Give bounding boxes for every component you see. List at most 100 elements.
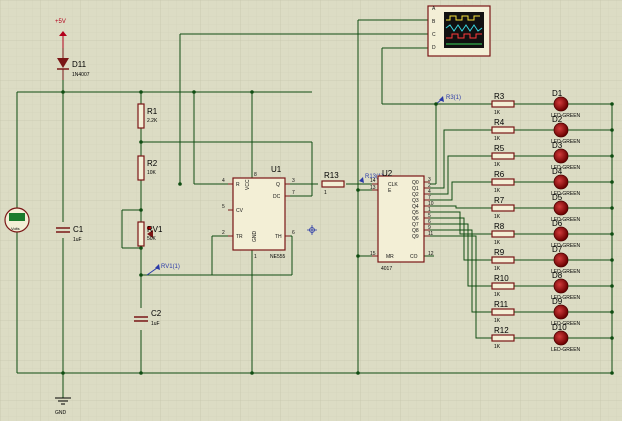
power-label: +5V (55, 19, 66, 25)
resistor-r10[interactable] (492, 283, 514, 289)
led-ref-d3: D3 (552, 141, 563, 150)
junction-dot-9 (356, 188, 360, 192)
resistor-value-r4: 1K (494, 136, 501, 142)
resistor-value-r12: 1K (494, 344, 501, 350)
junction-dot-11 (356, 371, 360, 375)
r3-probe-label: R3(1) (446, 95, 461, 101)
u2-part: 4017 (381, 266, 392, 272)
led-type-d10: LED-GREEN (551, 347, 581, 353)
u2-co-pin: 12 (428, 251, 434, 257)
resistor-r6[interactable] (492, 179, 514, 185)
resistor-ref-r9: R9 (494, 248, 505, 257)
junction-dot-right-2 (610, 154, 614, 158)
resistor-value-r8: 1K (494, 240, 501, 246)
led-d6[interactable] (554, 227, 568, 241)
junction-dot-5 (139, 208, 143, 212)
junction-dot-15 (434, 102, 438, 106)
led-ref-d4: D4 (552, 167, 563, 176)
resistor-r4[interactable] (492, 127, 514, 133)
junction-dot-14 (61, 371, 65, 375)
junction-dot-right-9 (610, 336, 614, 340)
junction-dot-right-8 (610, 310, 614, 314)
led-d5[interactable] (554, 201, 568, 215)
voltmeter-label: Volts (11, 226, 20, 231)
resistor-r13[interactable] (322, 181, 344, 187)
u2-in-pin-0: 14 (370, 178, 376, 184)
junction-dot-right-1 (610, 128, 614, 132)
junction-dot-right-5 (610, 232, 614, 236)
u2-in-pin-1: 13 (370, 185, 376, 191)
junction-dot-8 (178, 182, 182, 186)
led-d4[interactable] (554, 175, 568, 189)
resistor-value-r11: 1K (494, 318, 501, 324)
led-d2[interactable] (554, 123, 568, 137)
c2-ref: C2 (151, 309, 162, 318)
r1-value: 2.2K (147, 118, 158, 124)
d11-value: 1N4007 (72, 72, 90, 78)
led-ref-d6: D6 (552, 219, 563, 228)
r13-value: 1 (324, 190, 327, 196)
u1-pin-q: Q (276, 182, 280, 188)
ground-label: GND (55, 410, 67, 416)
resistor-ref-r6: R6 (494, 170, 505, 179)
resistor-ref-r12: R12 (494, 326, 509, 335)
resistor-ref-r7: R7 (494, 196, 505, 205)
resistor-r3[interactable] (492, 101, 514, 107)
led-d8[interactable] (554, 279, 568, 293)
u1-pin-gnd: GND (252, 231, 258, 243)
led-d7[interactable] (554, 253, 568, 267)
junction-dot-10 (356, 254, 360, 258)
scope-channel-d: D (432, 45, 436, 51)
u1-pin-th: TH (275, 234, 282, 240)
voltmeter[interactable]: Volts (5, 208, 29, 232)
u2-out-q9: Q9 (412, 234, 419, 240)
led-ref-d10: D10 (552, 323, 567, 332)
resistor-r9[interactable] (492, 257, 514, 263)
scope-channel-c: C (432, 32, 436, 38)
junction-dot-0 (61, 90, 65, 94)
led-d1[interactable] (554, 97, 568, 111)
resistor-value-r6: 1K (494, 188, 501, 194)
led-d3[interactable] (554, 149, 568, 163)
led-d10[interactable] (554, 331, 568, 345)
junction-dot-4 (139, 140, 143, 144)
resistor-r11[interactable] (492, 309, 514, 315)
u1-pin-num-q: 3 (292, 178, 295, 184)
resistor-r7[interactable] (492, 205, 514, 211)
r2-value: 10K (147, 170, 157, 176)
r2-ref: R2 (147, 159, 158, 168)
led-d9[interactable] (554, 305, 568, 319)
resistor-r5[interactable] (492, 153, 514, 159)
led-ref-d7: D7 (552, 245, 563, 254)
c1-ref: C1 (73, 225, 84, 234)
led-ref-d8: D8 (552, 271, 563, 280)
u2-in-2: MR (386, 254, 394, 260)
resistor-r12[interactable] (492, 335, 514, 341)
junction-dot-2 (192, 90, 196, 94)
rv1-value: 50K (147, 236, 157, 242)
led-ref-d5: D5 (552, 193, 563, 202)
led-ref-d1: D1 (552, 89, 563, 98)
u1-pin-num-dc: 7 (292, 190, 295, 196)
oscilloscope[interactable] (428, 6, 490, 56)
junction-dot-right-7 (610, 284, 614, 288)
resistor-ref-r11: R11 (494, 300, 509, 309)
resistor-ref-r4: R4 (494, 118, 505, 127)
resistor-value-r10: 1K (494, 292, 501, 298)
u1-pin-num-tr: 2 (222, 230, 225, 236)
u1-ref: U1 (271, 165, 282, 174)
junction-dot-3 (250, 90, 254, 94)
resistor-r8[interactable] (492, 231, 514, 237)
c2-value: 1uF (151, 321, 160, 327)
resistor-r1[interactable] (138, 104, 144, 128)
u1-pin-vcc: VCC (245, 179, 251, 190)
rv1-ref: RV1 (147, 225, 163, 234)
resistor-ref-r3: R3 (494, 92, 505, 101)
resistor-value-r7: 1K (494, 214, 501, 220)
led-ref-d2: D2 (552, 115, 563, 124)
u1-pin-num-cv: 5 (222, 204, 225, 210)
u1-pin-num-r: 4 (222, 178, 225, 184)
resistor-r2[interactable] (138, 156, 144, 180)
